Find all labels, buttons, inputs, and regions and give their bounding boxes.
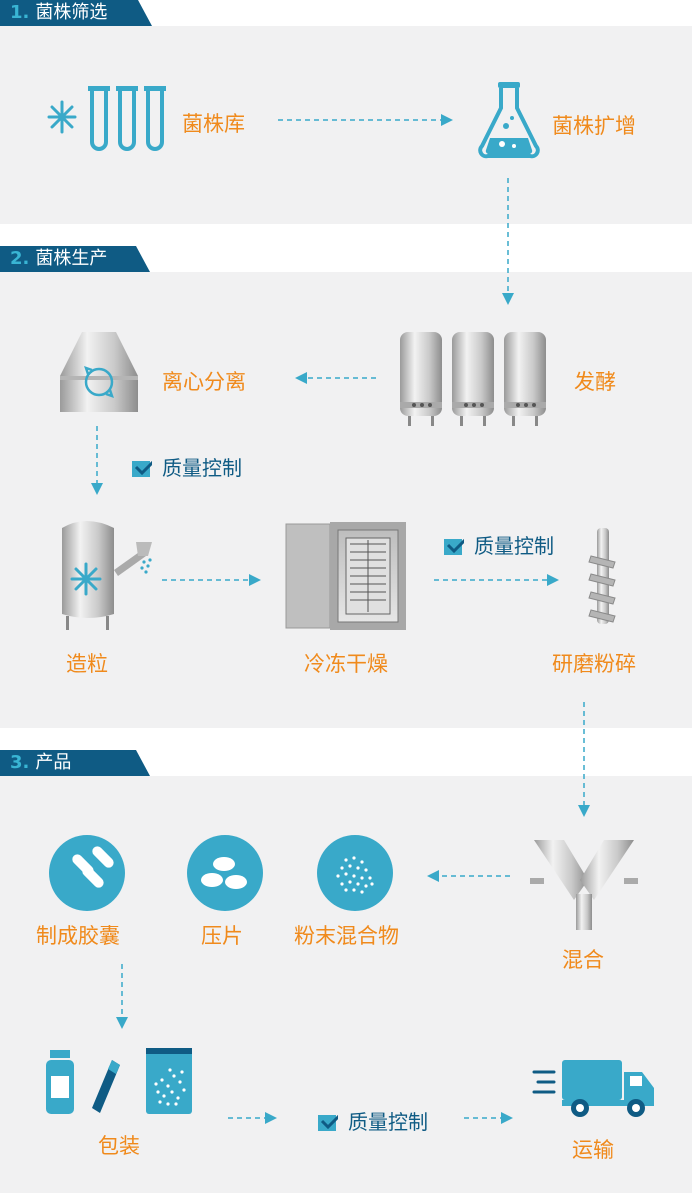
granulator-icon — [62, 521, 152, 630]
section-tab-1: 1.菌株筛选 — [0, 0, 152, 26]
packaging-label: 包装 — [98, 1134, 140, 1158]
arrow-library-to-amplification — [278, 114, 453, 126]
grinder-icon — [588, 528, 616, 624]
quality-control-2: 质量控制 — [442, 530, 554, 559]
quality-control-1: 质量控制 — [130, 452, 242, 481]
arrow-freeze-drying-to-grinding — [434, 574, 559, 586]
quality-control-label: 质量控制 — [162, 456, 242, 480]
section-title: 菌株筛选 — [35, 2, 108, 23]
centrifuge-icon — [60, 332, 138, 412]
checkbox-icon — [444, 538, 464, 555]
freeze-drying-label: 冷冻干燥 — [304, 652, 388, 676]
arrow-qc-to-transport — [464, 1112, 513, 1124]
arrow-granulation-to-freeze-drying — [162, 574, 261, 586]
tableting-label: 压片 — [201, 924, 243, 948]
transport-label: 运输 — [572, 1138, 614, 1162]
truck-icon — [532, 1060, 654, 1117]
arrow-packaging-to-qc — [228, 1112, 277, 1124]
section-number: 3. — [10, 752, 30, 773]
section-number: 1. — [10, 2, 30, 23]
section-tab-2: 2.菌株生产 — [0, 246, 150, 272]
strain-library-label: 菌株库 — [182, 112, 245, 136]
arrow-grinding-to-mixing — [578, 702, 590, 817]
arrow-centrifuge-to-granulation — [91, 426, 103, 495]
section-number: 2. — [10, 248, 30, 269]
strain-amplification-label: 菌株扩增 — [552, 114, 636, 138]
powder-mix-label: 粉末混合物 — [294, 924, 399, 948]
checkbox-icon — [318, 1114, 338, 1131]
flask-icon — [478, 82, 540, 159]
fermentation-label: 发酵 — [574, 370, 616, 394]
centrifugation-label: 离心分离 — [162, 370, 246, 394]
section-tab-3: 3.产品 — [0, 750, 150, 776]
arrow-capsules-to-packaging — [116, 964, 128, 1029]
powder-mix-icon — [317, 835, 393, 911]
section-title: 产品 — [35, 752, 72, 773]
capsules-label: 制成胶囊 — [36, 924, 120, 948]
arrow-amplification-to-fermentation — [502, 178, 514, 305]
capsules-icon — [49, 835, 125, 911]
section-1-panel — [0, 26, 692, 224]
tablets-icon — [187, 835, 263, 911]
quality-control-3: 质量控制 — [316, 1106, 428, 1135]
packaging-icon — [46, 1048, 192, 1114]
granulation-label: 造粒 — [66, 652, 108, 676]
arrow-fermentation-to-centrifuge — [295, 372, 376, 384]
quality-control-label: 质量控制 — [348, 1110, 428, 1134]
section-title: 菌株生产 — [35, 248, 108, 269]
grinding-label: 研磨粉碎 — [552, 652, 636, 676]
quality-control-label: 质量控制 — [474, 534, 554, 558]
arrow-mixing-to-powder — [427, 870, 510, 882]
strain-library-icon — [47, 86, 166, 151]
checkbox-icon — [132, 460, 152, 477]
fermentation-tanks-icon — [400, 332, 546, 426]
freeze-dryer-icon — [285, 522, 406, 630]
v-mixer-icon — [530, 840, 638, 930]
mixing-label: 混合 — [562, 948, 604, 972]
